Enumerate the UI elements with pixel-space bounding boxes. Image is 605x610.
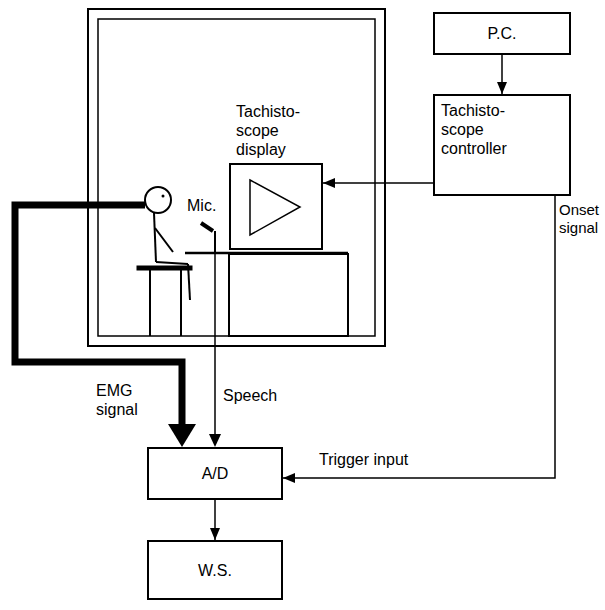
- converter-box: A/D: [147, 447, 283, 500]
- speech-wire: [214, 253, 216, 436]
- signal-arrow: [323, 182, 433, 184]
- subject-eye: [162, 195, 165, 198]
- speech-arrowhead: [209, 434, 221, 447]
- signal-label: Trigger input: [318, 450, 409, 469]
- subject-torso: [154, 213, 156, 262]
- node-text: Tachisto- scope controller: [441, 101, 521, 158]
- signal-arrow: [283, 196, 555, 478]
- emg-wire: [15, 205, 182, 426]
- display-box: Tachisto- scope display: [229, 163, 323, 250]
- chair-leg: [180, 270, 182, 336]
- subject-thigh: [156, 262, 188, 264]
- chair-leg: [149, 270, 151, 336]
- table-cabinet: [229, 254, 348, 336]
- computer-box: P.C.: [433, 12, 571, 55]
- node-text: A/D: [202, 464, 229, 483]
- booth-inner-wall: [98, 19, 375, 336]
- signal-label: EMG signal: [95, 381, 153, 419]
- subject-shin: [188, 264, 190, 300]
- emg-arrowhead: [168, 424, 196, 447]
- booth-outer-wall: [88, 9, 385, 346]
- subject-arm: [155, 228, 173, 252]
- chair-seat: [137, 266, 192, 270]
- signal-arrow: [501, 55, 503, 94]
- signal-label: Onset signal: [558, 201, 605, 237]
- controller-box: Tachisto- scope controller: [433, 94, 571, 196]
- workstation-box: W.S.: [147, 540, 283, 600]
- node-text: P.C.: [487, 24, 516, 43]
- node-text: W.S.: [198, 561, 232, 580]
- signal-arrow: [214, 500, 216, 540]
- node-heading: Tachisto- scope display: [236, 102, 314, 159]
- mic-label: Mic.: [186, 196, 217, 215]
- microphone: [201, 223, 213, 231]
- display-screen: [231, 165, 321, 248]
- stimulus-triangle: [250, 180, 300, 235]
- signal-label: Speech: [222, 386, 278, 405]
- microphone-stand: [214, 231, 216, 253]
- subject-head: [145, 187, 171, 213]
